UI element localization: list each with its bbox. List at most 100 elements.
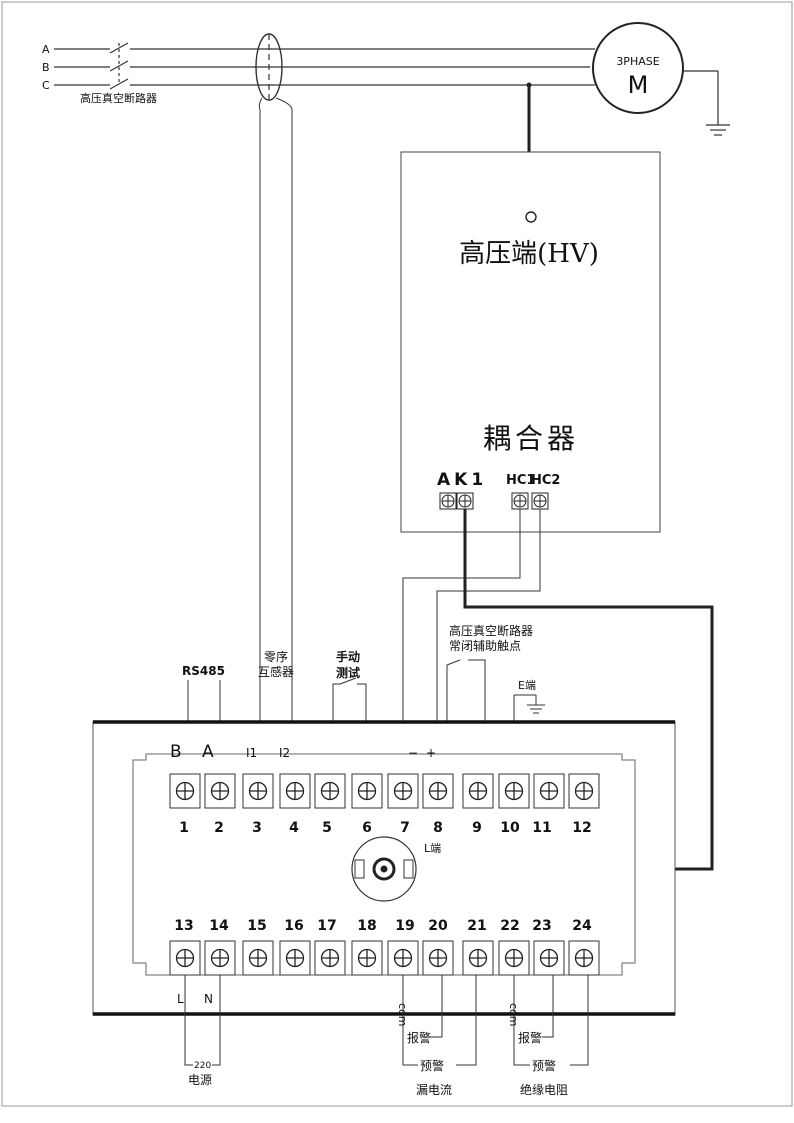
terminal-number: 9 xyxy=(472,820,482,836)
top-screw-icon-8 xyxy=(428,781,448,801)
rs485-label: RS485 xyxy=(182,664,225,678)
terminal-number: 1 xyxy=(179,820,189,836)
l-end-label: L端 xyxy=(424,842,441,855)
bottom-screw-icon-1 xyxy=(175,948,195,968)
bottom-screw-icon-4 xyxy=(285,948,305,968)
bottom-screw-icon-8 xyxy=(428,948,448,968)
top-screw-icon-11 xyxy=(539,781,559,801)
aux-label-2: 常闭辅助触点 xyxy=(449,639,521,653)
terminal-number: 7 xyxy=(400,820,410,836)
label-n: N xyxy=(204,992,213,1006)
phase-a-label: A xyxy=(42,43,50,56)
alarm-label-2: 报警 xyxy=(518,1030,542,1045)
bottom-screw-icon-9 xyxy=(468,948,488,968)
terminal-number: 11 xyxy=(532,820,551,836)
terminal-number: 19 xyxy=(395,918,414,934)
bottom-screw-icon-10 xyxy=(504,948,524,968)
terminal-number: 16 xyxy=(284,918,303,934)
terminal-number: 14 xyxy=(209,918,229,934)
power-label: 电源 xyxy=(188,1073,212,1087)
terminal-number: 20 xyxy=(428,918,448,934)
terminal-number: 2 xyxy=(214,820,224,836)
top-screw-icon-2 xyxy=(210,781,230,801)
top-screw-icon-7 xyxy=(393,781,413,801)
zero-seq-label-2: 互感器 xyxy=(258,664,294,679)
label-i2: I2 xyxy=(279,746,290,760)
bottom-terminal-block-8 xyxy=(422,940,454,976)
top-screw-icon-10 xyxy=(504,781,524,801)
bottom-wires xyxy=(184,975,589,1066)
ak1-label: AK1 xyxy=(437,470,487,490)
terminal-number: 4 xyxy=(289,820,299,836)
bottom-terminal-block-3 xyxy=(242,940,274,976)
bottom-terminal-block-11 xyxy=(533,940,565,976)
ground-icon xyxy=(683,70,730,136)
bottom-screw-icon-2 xyxy=(210,948,230,968)
terminal-number: 18 xyxy=(357,918,376,934)
top-screw-icon-5 xyxy=(320,781,340,801)
terminal-number: 23 xyxy=(532,918,551,934)
ct-leads xyxy=(258,97,293,760)
bottom-screw-icon-12 xyxy=(574,948,594,968)
motor-type: 3PHASE xyxy=(616,55,659,68)
top-screw-icon-4 xyxy=(285,781,305,801)
alarm-label-1: 报警 xyxy=(407,1030,431,1045)
top-screw-icon-1 xyxy=(175,781,195,801)
e-end-label: E端 xyxy=(518,679,536,692)
terminal-number: 5 xyxy=(322,820,332,836)
terminal-number: 17 xyxy=(317,918,336,934)
bottom-terminal-numbers: 13 14 15 16 17 18 19 20 21 22 23 24 xyxy=(174,918,592,934)
label-plus: + xyxy=(426,746,436,760)
terminal-number: 10 xyxy=(500,820,520,836)
manual-label-1: 手动 xyxy=(336,649,360,664)
phase-c-label: C xyxy=(42,79,50,92)
hv-label: 高压端(HV) xyxy=(459,239,599,269)
top-screw-icon-12 xyxy=(574,781,594,801)
terminal-number: 15 xyxy=(247,918,266,934)
voltage-label: 220 xyxy=(194,1061,211,1071)
prealarm-label-2: 预警 xyxy=(532,1058,556,1073)
top-screw-icon-6 xyxy=(357,781,377,801)
hc1-label: HC1 xyxy=(506,473,535,488)
hc2-label: HC2 xyxy=(531,473,560,488)
label-minus: − xyxy=(408,746,418,760)
hv-terminal xyxy=(525,211,537,223)
breaker-label: 高压真空断路器 xyxy=(80,91,157,105)
leakage-label: 漏电流 xyxy=(416,1083,452,1097)
bottom-screw-icon-11 xyxy=(539,948,559,968)
com-label-1: com xyxy=(396,1003,409,1027)
manual-label-2: 测试 xyxy=(336,665,360,680)
terminal-number: 8 xyxy=(433,820,443,836)
terminal-number: 12 xyxy=(572,820,591,836)
aux-label-1: 高压真空断路器 xyxy=(449,623,533,638)
motor xyxy=(592,22,684,114)
coupler-name: 耦合器 xyxy=(483,422,579,455)
terminal-number: 24 xyxy=(572,918,592,934)
top-screw-icon-9 xyxy=(468,781,488,801)
phase-b-label: B xyxy=(42,61,50,74)
terminal-number: 3 xyxy=(252,820,262,836)
terminal-number: 6 xyxy=(362,820,372,836)
motor-symbol: M xyxy=(628,71,649,99)
coupler-wires xyxy=(402,509,541,770)
terminal-number: 22 xyxy=(500,918,519,934)
insulation-label: 绝缘电阻 xyxy=(520,1082,568,1097)
bottom-screw-icon-6 xyxy=(357,948,377,968)
bottom-terminal-block-1 xyxy=(169,940,201,976)
prealarm-label-1: 预警 xyxy=(420,1058,444,1073)
bottom-screw-icon-7 xyxy=(393,948,413,968)
top-screw-icon-3 xyxy=(248,781,268,801)
bottom-screw-icon-3 xyxy=(248,948,268,968)
zero-seq-label-1: 零序 xyxy=(264,649,288,664)
bottom-screw-icon-5 xyxy=(320,948,340,968)
terminal-number: 21 xyxy=(467,918,486,934)
terminal-number: 13 xyxy=(174,918,193,934)
phase-lines xyxy=(54,42,595,90)
label-b: B xyxy=(170,742,182,762)
label-i1: I1 xyxy=(246,746,257,760)
top-terminal-row xyxy=(169,773,600,809)
com-label-2: com xyxy=(507,1003,520,1027)
